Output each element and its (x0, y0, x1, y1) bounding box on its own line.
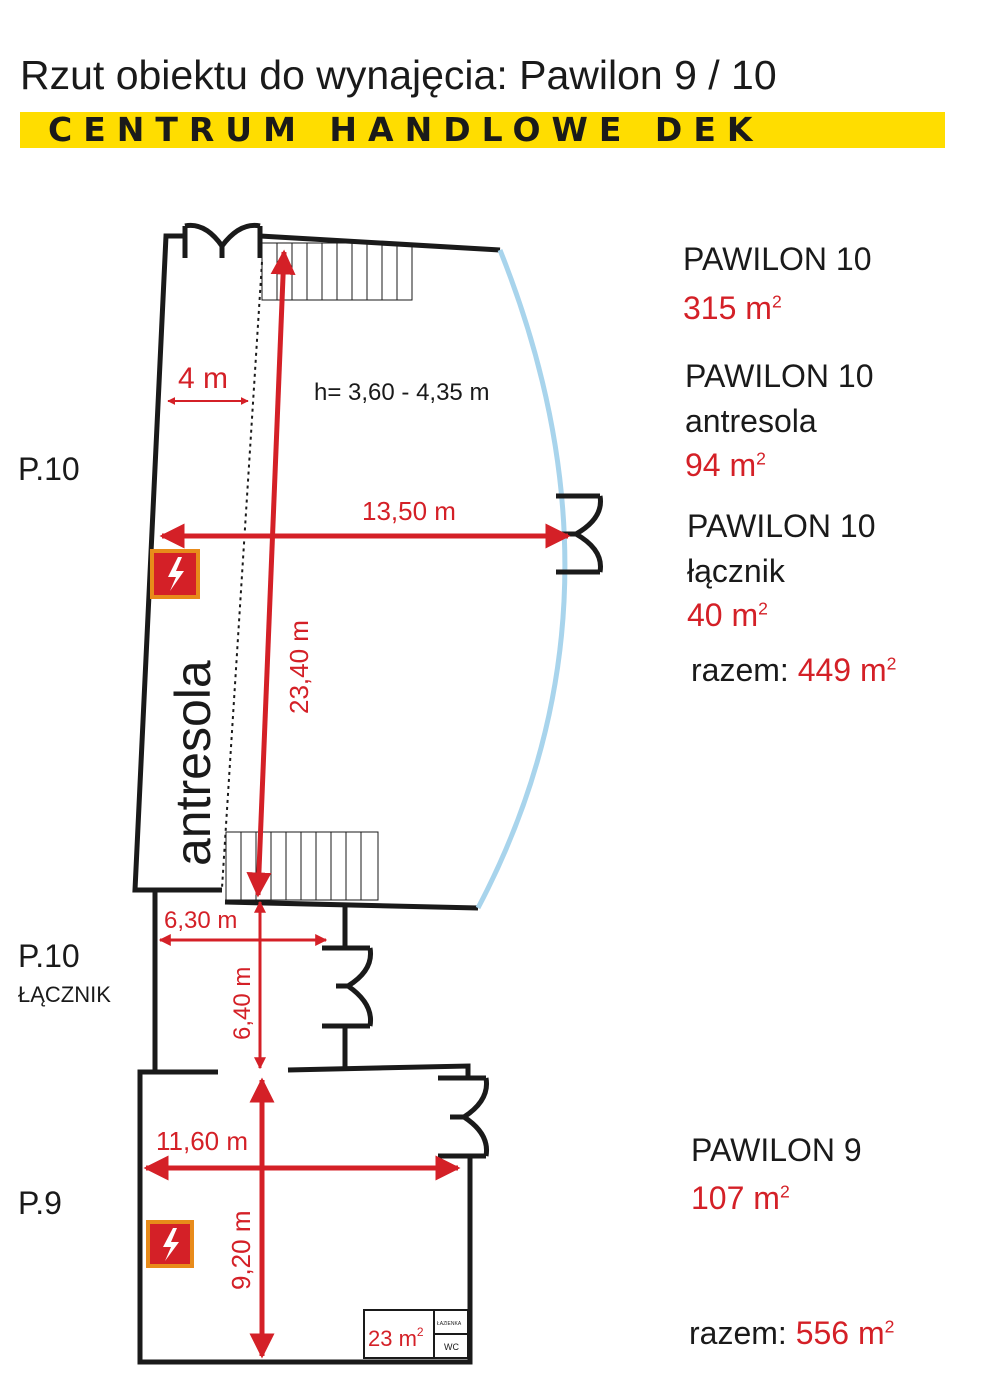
stairs-icon (225, 831, 379, 901)
summary-p10-area: 315 m2 (683, 290, 782, 326)
section-label-p9: P.9 (18, 1185, 62, 1221)
summary-p10-title: PAWILON 10 (683, 241, 872, 277)
mezzanine-edge (221, 261, 263, 889)
p9-length-label: 9,20 m (226, 1211, 256, 1291)
bathroom-area-label: 23 m2 (368, 1325, 424, 1351)
electric-hazard-icon (150, 549, 200, 599)
page-title: Rzut obiektu do wynajęcia: Pawilon 9 / 1… (20, 52, 777, 98)
wc-label: WC (444, 1342, 459, 1352)
summary-p10-lacznik-title: PAWILON 10 (687, 508, 876, 544)
p9-width-label: 11,60 m (156, 1126, 248, 1156)
summary-p9-area: 107 m2 (691, 1180, 790, 1216)
banner-text: CENTRUM HANDLOWE DEK (48, 110, 764, 149)
lazienka-label: ŁAZIENKA (437, 1321, 462, 1327)
p10-width-label: 13,50 m (362, 496, 456, 526)
pawilon-9-walls (137, 1063, 473, 1365)
section-label-p10-lacznik: P.10 (18, 938, 80, 974)
summary-total: razem: 556 m2 (689, 1315, 895, 1351)
p10-length-label: 23,40 m (284, 620, 314, 714)
banner: CENTRUM HANDLOWE DEK (20, 112, 945, 148)
door-symbol-icon (438, 1075, 490, 1159)
lacznik-length-label: 6,40 m (229, 967, 256, 1040)
mezz-width-label: 4 m (178, 362, 228, 395)
lacznik-walls (152, 890, 348, 1070)
door-symbol-icon (182, 222, 263, 258)
dimension-arrows (143, 249, 571, 1359)
summary-p10-lacznik-sub: łącznik (687, 553, 785, 589)
summary-p9-title: PAWILON 9 (691, 1132, 862, 1168)
mezzanine-label: antresola (165, 660, 221, 866)
summary-p10-antresola-sub: antresola (685, 403, 817, 439)
glass-wall (475, 249, 568, 910)
summary-p10-antresola-area: 94 m2 (685, 447, 766, 483)
door-symbol-icon (322, 945, 374, 1029)
section-label-p10: P.10 (18, 451, 80, 487)
summary-subtotal: razem: 449 m2 (691, 652, 897, 688)
height-label: h= 3,60 - 4,35 m (314, 379, 489, 406)
bathroom-box (363, 1309, 469, 1359)
summary-p10-antresola-title: PAWILON 10 (685, 358, 874, 394)
electric-hazard-icon (146, 1220, 194, 1268)
lacznik-width-label: 6,30 m (164, 907, 237, 934)
summary-p10-lacznik-area: 40 m2 (687, 597, 768, 633)
section-label-lacznik-word: ŁĄCZNIK (18, 982, 111, 1007)
